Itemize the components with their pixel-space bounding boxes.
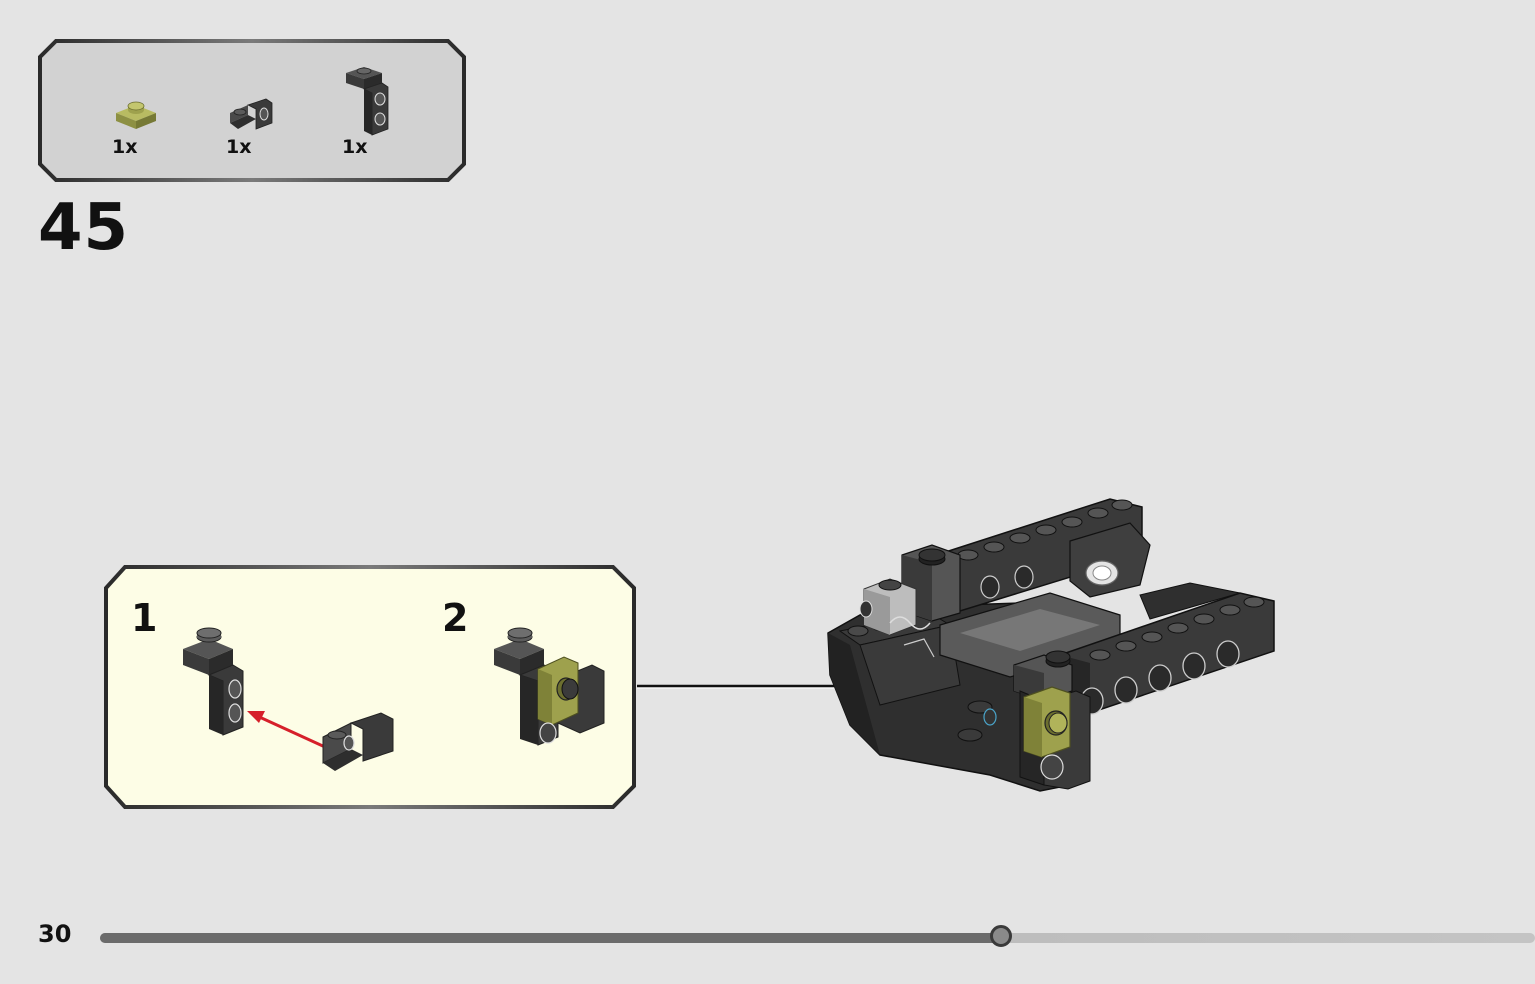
main-model-illustration [827, 498, 1275, 792]
parts-list-callout: 1x 1x 1x [38, 39, 466, 182]
substep-label-1: 1 [131, 596, 158, 640]
tall-bracket-icon [346, 67, 389, 136]
progress-bar [100, 925, 1535, 947]
substep-2-illustration [494, 627, 605, 746]
page-number: 30 [38, 920, 72, 948]
sub-assembly-frame [104, 565, 636, 809]
small-bracket-icon [230, 98, 273, 130]
substep-label-2: 2 [442, 596, 469, 640]
part-quantity: 1x [226, 136, 252, 158]
part-dark-bracket-small: 1x [226, 39, 286, 182]
part-quantity: 1x [112, 136, 138, 158]
progress-fill [100, 933, 1002, 943]
substep-1-illustration [183, 627, 394, 771]
part-olive-plate: 1x [112, 39, 172, 182]
olive-plate-icon [116, 101, 156, 129]
part-quantity: 1x [342, 136, 368, 158]
part-dark-bracket-tall: 1x [342, 39, 402, 182]
step-number: 45 [38, 191, 130, 265]
sub-assembly-callout: 1 2 [103, 564, 637, 810]
progress-knob [990, 925, 1013, 947]
